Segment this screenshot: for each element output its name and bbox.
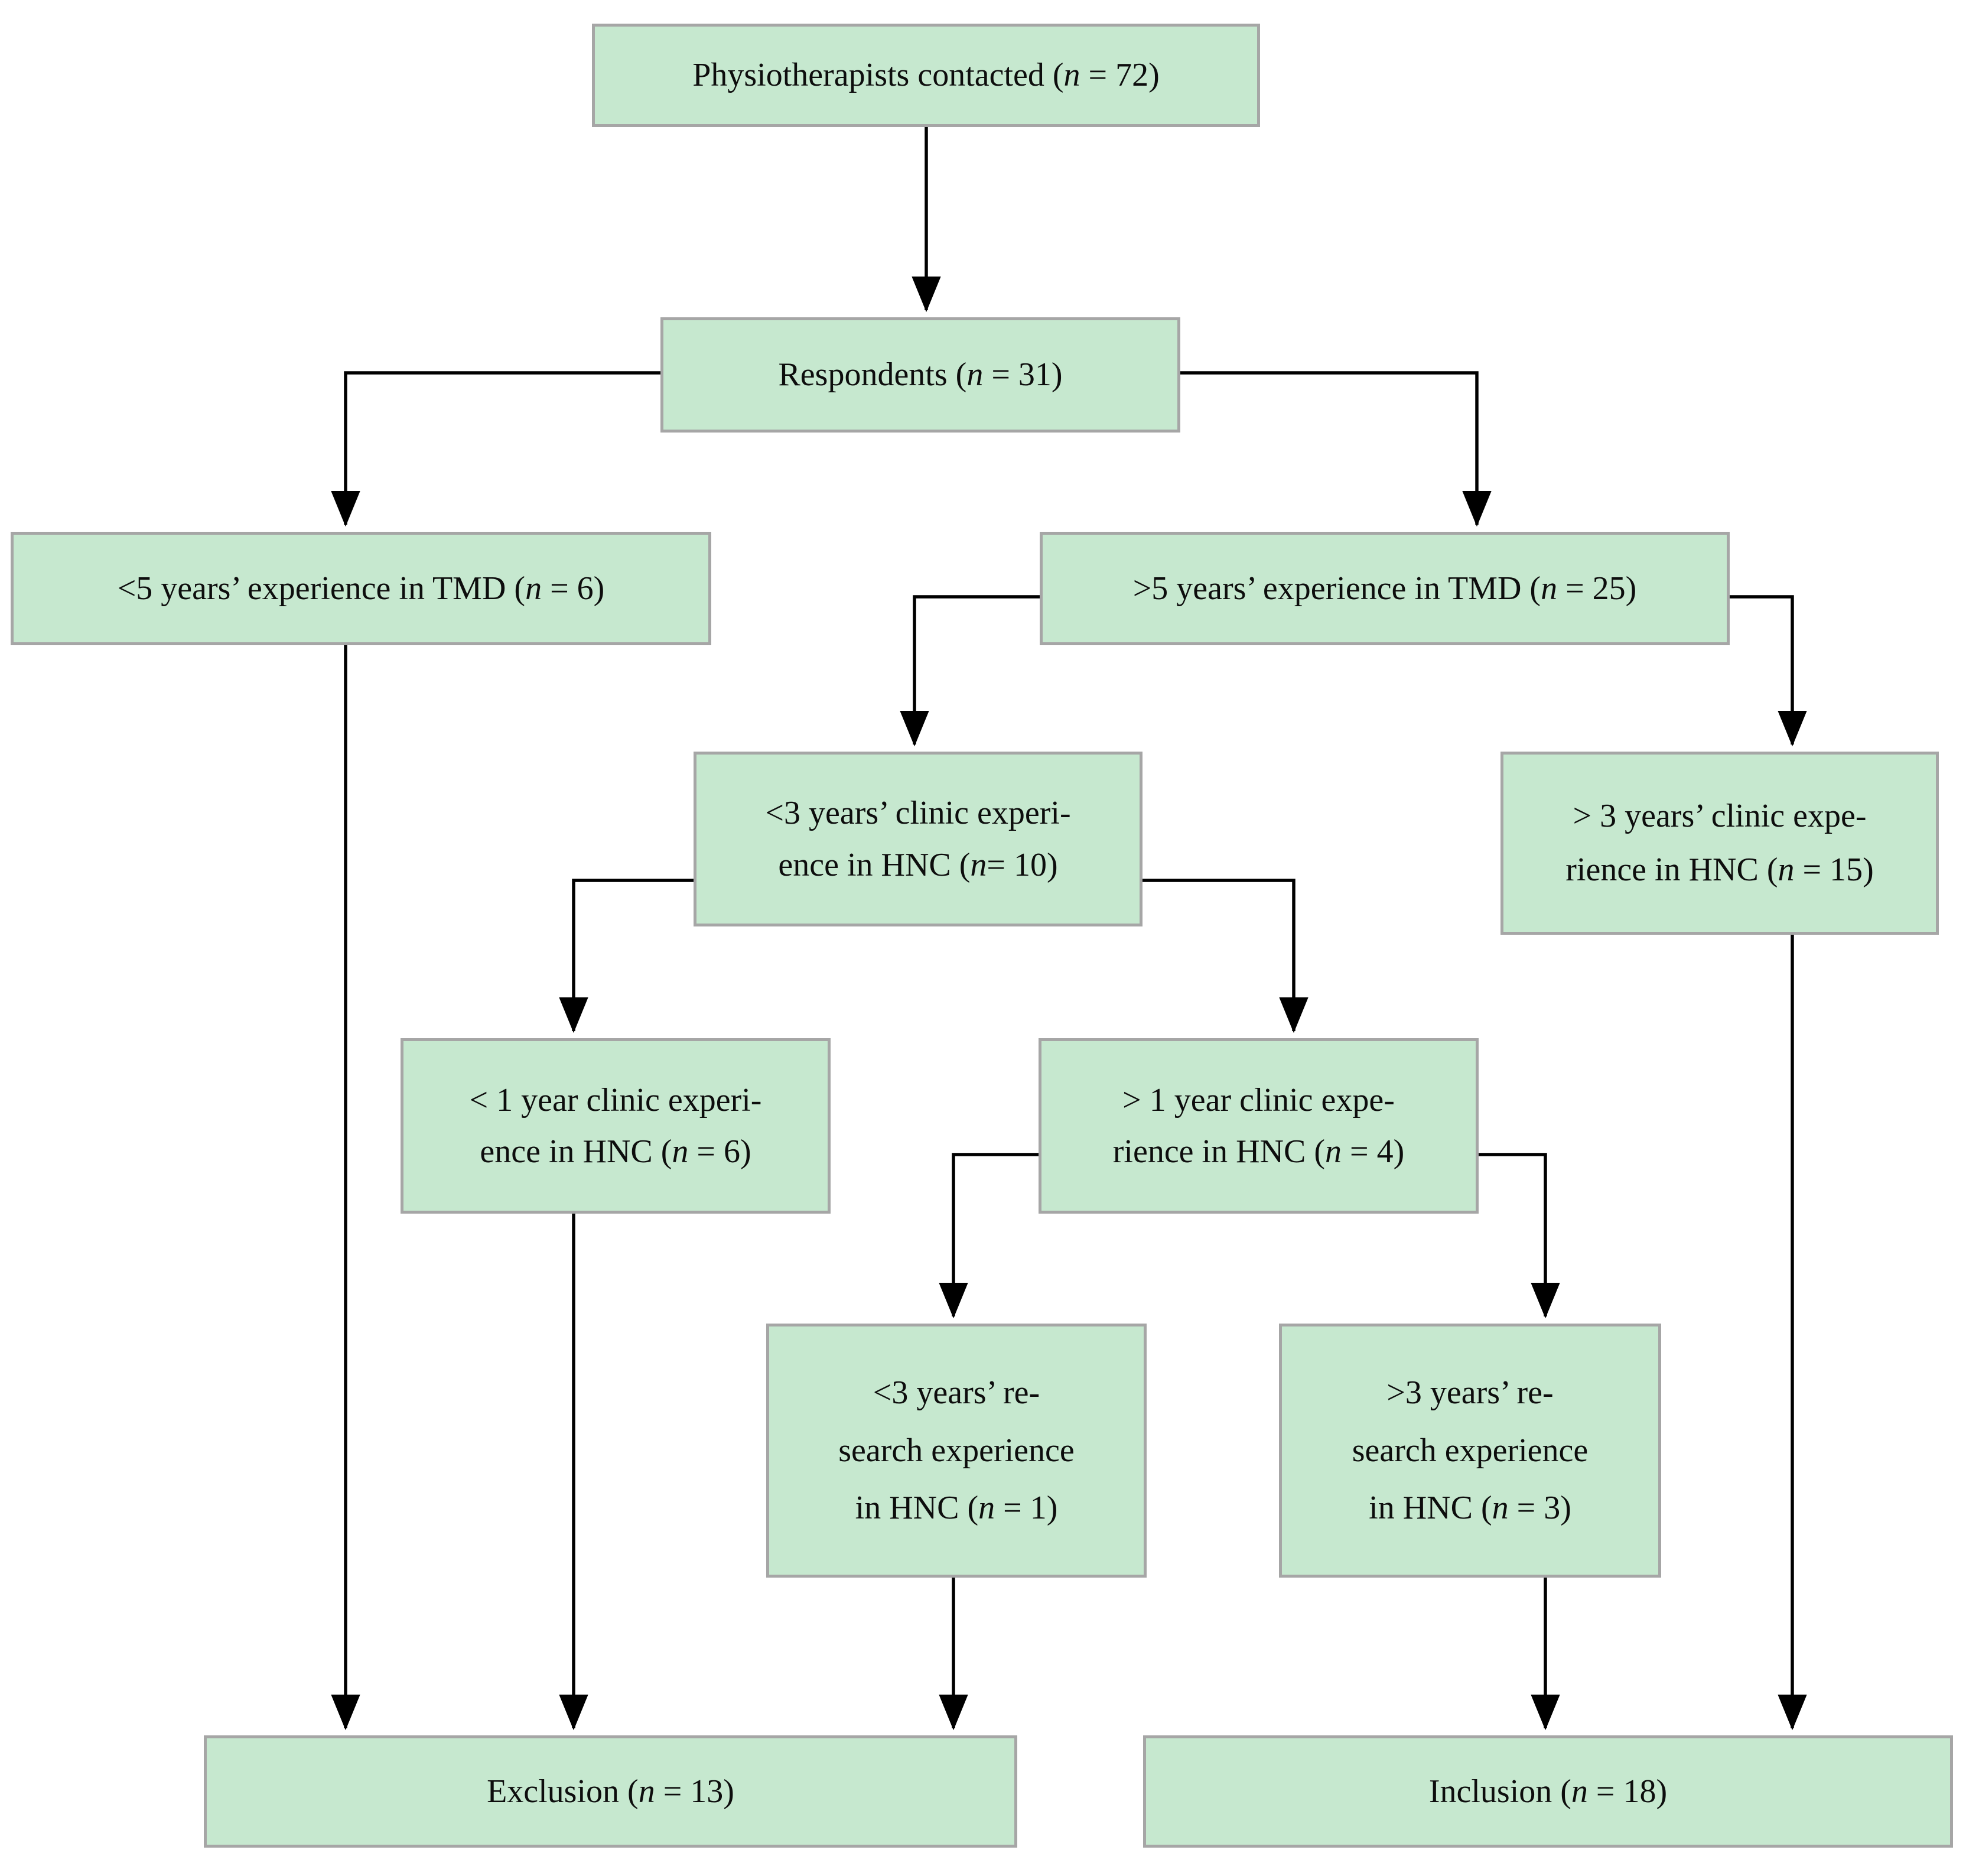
node-line: ence in HNC (n = 6) [480, 1133, 751, 1170]
node-line: > 3 years’ clinic expe- [1573, 797, 1867, 834]
node-line: rience in HNC (n = 15) [1565, 851, 1874, 889]
node-physiotherapists-contacted[interactable]: Physiotherapists contacted (n = 72) [592, 24, 1260, 127]
node-line: rience in HNC (n = 4) [1112, 1133, 1405, 1170]
node-line: <3 years’ re- [873, 1374, 1040, 1411]
node-line: > 1 year clinic expe- [1122, 1081, 1395, 1119]
node-line: in HNC (n = 1) [855, 1490, 1058, 1527]
node-line: Exclusion (n = 13) [487, 1773, 734, 1810]
node-gt3-years-clinic-hnc[interactable]: > 3 years’ clinic expe- rience in HNC (n… [1500, 752, 1939, 935]
node-line: Respondents (n = 31) [778, 356, 1063, 394]
node-line: <3 years’ clinic experi- [765, 794, 1071, 831]
node-line: in HNC (n = 3) [1369, 1490, 1571, 1527]
node-line: >5 years’ experience in TMD (n = 25) [1132, 570, 1637, 607]
edge-gt1clinic-to-gt3research [1479, 1153, 1560, 1319]
node-respondents[interactable]: Respondents (n = 31) [660, 317, 1180, 433]
edge-respondents-to-lt5tmd [331, 371, 660, 527]
node-line: >3 years’ re- [1386, 1374, 1554, 1411]
edge-lt3clinic-to-gt1clinic [1143, 879, 1309, 1033]
node-line: <5 years’ experience in TMD (n = 6) [117, 570, 605, 607]
node-lt3-years-research-hnc[interactable]: <3 years’ re- search experience in HNC (… [766, 1324, 1147, 1578]
node-line: < 1 year clinic experi- [469, 1081, 762, 1119]
node-lt5-years-experience-tmd[interactable]: <5 years’ experience in TMD (n = 6) [11, 532, 711, 645]
node-lt1-year-clinic-hnc[interactable]: < 1 year clinic experi- ence in HNC (n =… [401, 1038, 831, 1214]
node-gt3-years-research-hnc[interactable]: >3 years’ re- search experience in HNC (… [1279, 1324, 1661, 1578]
node-lt3-years-clinic-hnc[interactable]: <3 years’ clinic experi- ence in HNC (n=… [694, 752, 1143, 926]
edge-gt5tmd-to-gt3clinic [1730, 595, 1807, 747]
edge-respondents-to-gt5tmd [1180, 371, 1492, 527]
edge-lt3clinic-to-lt1clinic [559, 879, 694, 1033]
edge-gt1clinic-to-lt3research [939, 1153, 1039, 1319]
node-line: ence in HNC (n= 10) [778, 846, 1058, 883]
node-line: Physiotherapists contacted (n = 72) [692, 57, 1160, 94]
node-line: search experience [1352, 1432, 1589, 1469]
node-line: Inclusion (n = 18) [1428, 1773, 1668, 1810]
node-line: search experience [838, 1432, 1075, 1469]
edge-gt5tmd-to-lt3clinic [900, 595, 1040, 747]
node-inclusion[interactable]: Inclusion (n = 18) [1143, 1735, 1953, 1848]
node-gt5-years-experience-tmd[interactable]: >5 years’ experience in TMD (n = 25) [1040, 532, 1730, 645]
node-gt1-year-clinic-hnc[interactable]: > 1 year clinic expe- rience in HNC (n =… [1039, 1038, 1479, 1214]
node-exclusion[interactable]: Exclusion (n = 13) [204, 1735, 1017, 1848]
